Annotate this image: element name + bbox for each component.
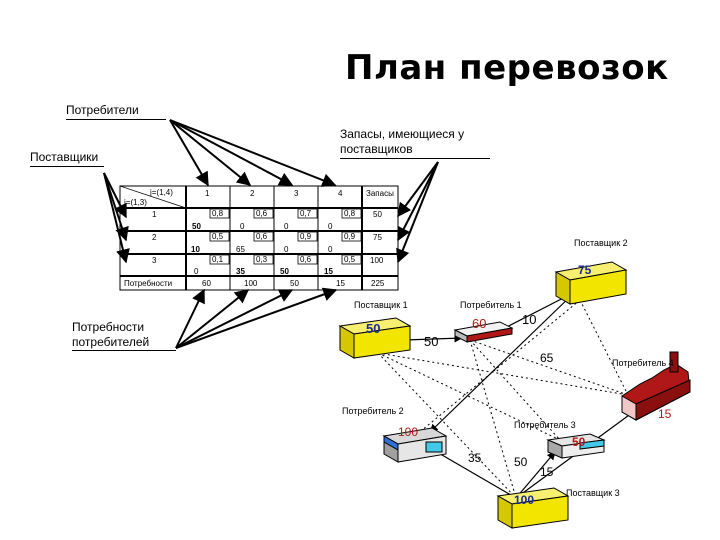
table-corner-top: j=(1,4) [149,188,173,197]
cost-cell: 0,3 [256,255,268,264]
plan-cell: 35 [236,267,245,276]
cost-cell: 0,8 [344,209,356,218]
consumer2-label: Потребитель 2 [342,406,404,416]
flow-s3-c4: 15 [540,465,554,479]
supplier3-value: 100 [514,493,534,507]
plan-cell: 50 [192,222,201,231]
cost-cell: 0,9 [300,232,312,241]
stock-cell: 50 [373,210,382,219]
col-header: 3 [294,189,299,198]
plan-cell: 0 [328,245,333,254]
plan-cell: 0 [240,222,245,231]
supplier1-node [338,317,412,359]
network-flow-lines [404,291,637,499]
suppliers-label: Поставщики [30,150,104,167]
consumer3-node [546,433,606,459]
cost-cell: 0,1 [212,255,224,264]
supplier2-value: 75 [578,263,592,277]
plan-cell: 15 [324,267,333,276]
consumers-label: Потребители [66,103,166,120]
flow-s2-c2: 65 [540,351,554,365]
consumer1-value: 60 [472,316,486,331]
consumer4-value: 15 [658,407,672,421]
total-cell: 225 [371,279,385,288]
col-header: 2 [250,189,255,198]
transport-table: j=(1,4) i=(1,3) 1 2 3 4 Запасы 1 0,8 0,6… [119,185,399,291]
stock-header: Запасы [366,189,394,198]
plan-cell: 0 [284,245,289,254]
stocks-label: Запасы, имеющиеся у поставщиков [340,127,490,159]
consumer3-label: Потребитель 3 [514,420,576,430]
stock-cell: 75 [373,233,382,242]
cost-cell: 0,9 [344,232,356,241]
col-header: 4 [338,189,343,198]
network-labels: Поставщик 2 Поставщик 1 Потребитель 1 По… [342,238,674,498]
row-index: 1 [152,210,157,219]
needs-arrows [175,287,338,349]
supplier3-label: Поставщик 3 [566,488,620,498]
consumer1-label: Потребитель 1 [460,300,522,310]
cost-cell: 0,6 [256,232,268,241]
plan-cell: 0 [194,267,199,276]
stocks-arrows [396,161,439,264]
row-index: 2 [152,233,157,242]
cost-cell: 0,6 [256,209,268,218]
cost-cell: 0,8 [212,209,224,218]
page-title: План перевозок [345,48,669,88]
table-corner-bottom: i=(1,3) [124,198,147,207]
consumer4-node [621,351,691,421]
row-index: 3 [152,256,157,265]
consumer1-node [453,321,514,343]
supplier2-label: Поставщик 2 [574,238,628,248]
need-cell: 15 [336,279,345,288]
supplier2-node [554,261,628,305]
flow-s2-c1: 10 [522,312,536,327]
need-cell: 50 [290,279,299,288]
consumer2-node [382,427,448,463]
consumer4-label: Потребитель 4 [612,358,674,368]
plan-cell: 65 [236,245,245,254]
consumer3-value: 50 [572,435,586,449]
plan-cell: 0 [328,222,333,231]
supplier3-node [496,487,570,529]
supplier1-value: 50 [366,321,380,336]
consumer2-value: 100 [398,425,418,439]
consumers-arrows [169,119,337,187]
cost-cell: 0,6 [300,255,312,264]
cost-cell: 0,5 [212,232,224,241]
needs-label: Потребности потребителей [72,320,176,351]
suppliers-arrows [103,172,130,264]
flow-s1-c1: 50 [424,334,438,349]
flow-s3-c3: 50 [514,455,528,469]
flow-s3-c2: 35 [468,451,482,465]
cost-cell: 0,5 [344,255,356,264]
need-cell: 100 [244,279,258,288]
needs-row-label: Потребности [124,279,172,288]
plan-cell: 50 [280,267,289,276]
plan-cell: 10 [191,245,200,254]
stock-cell: 100 [370,256,384,265]
supplier1-label: Поставщик 1 [354,300,408,310]
plan-cell: 0 [284,222,289,231]
cost-cell: 0,7 [300,209,312,218]
col-header: 1 [205,189,210,198]
need-cell: 60 [202,279,211,288]
